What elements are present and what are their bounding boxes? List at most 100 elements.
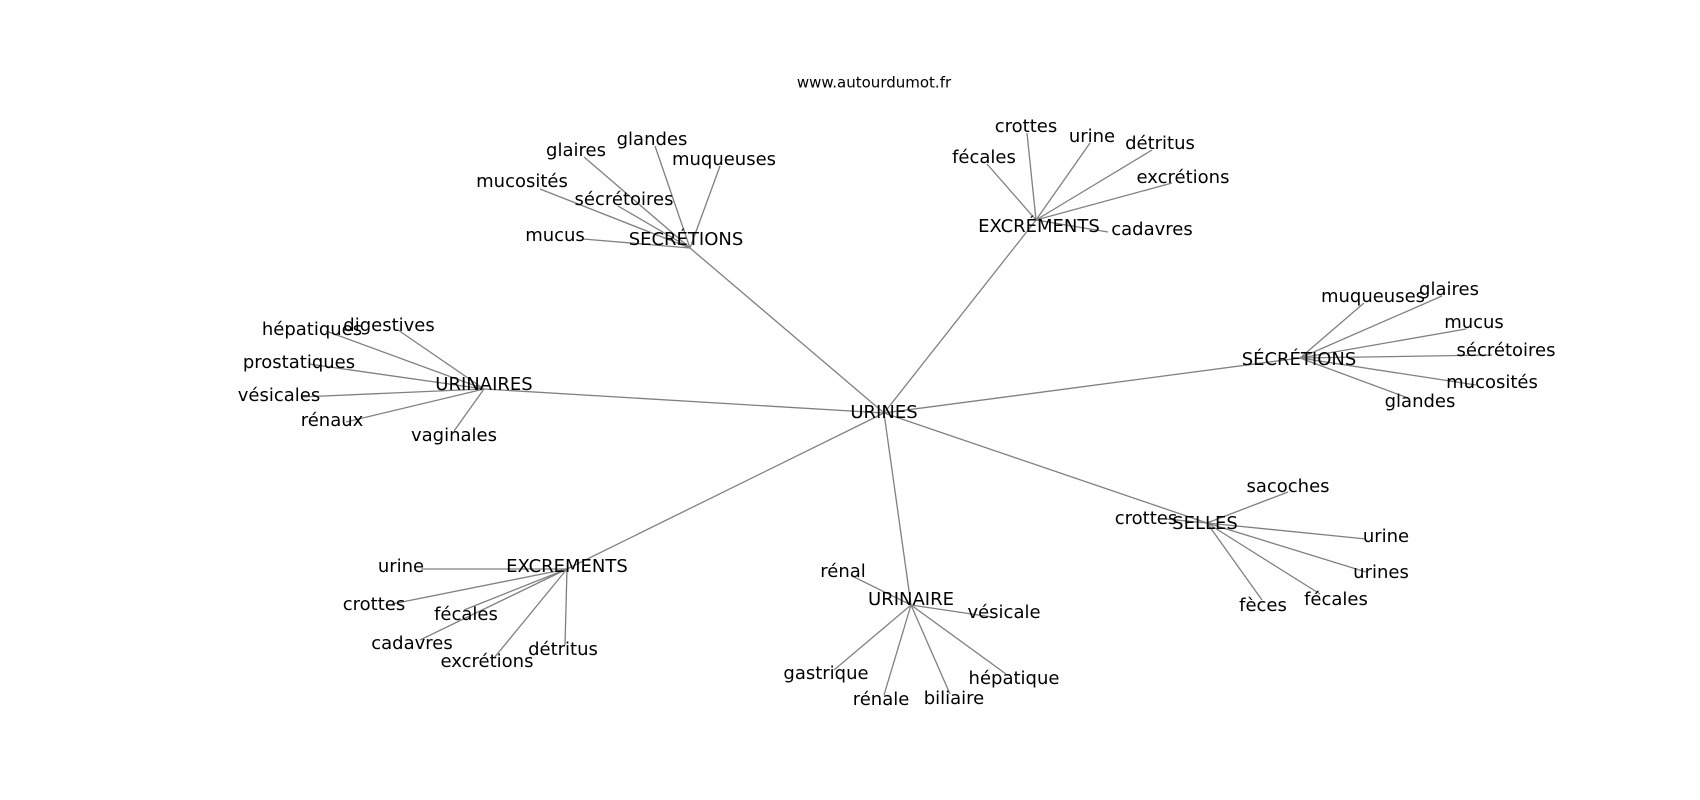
leaf-node[interactable]: rénaux: [301, 410, 364, 431]
leaf-node[interactable]: détritus: [528, 639, 598, 660]
leaf-node[interactable]: crottes: [343, 594, 405, 615]
edge-hub-child: [564, 568, 568, 646]
leaf-node[interactable]: fécales: [434, 604, 498, 625]
leaf-node[interactable]: urine: [1363, 526, 1409, 547]
leaf-node[interactable]: mucosités: [476, 171, 568, 192]
leaf-node[interactable]: cadavres: [371, 633, 453, 654]
edge-hub-child: [654, 145, 691, 249]
leaf-node[interactable]: sécrétoires: [575, 189, 674, 210]
edge-hub-child: [833, 604, 912, 671]
edge-hub-child: [1299, 328, 1467, 359]
edge-hub-child: [397, 329, 485, 390]
edge-hub-child: [1206, 491, 1289, 524]
edge-hub-child: [1299, 295, 1443, 359]
edge-hub-child: [583, 156, 691, 249]
leaf-node[interactable]: sécrétoires: [1457, 340, 1556, 361]
edge-hub-child: [463, 568, 568, 611]
leaf-node[interactable]: mucus: [525, 225, 585, 246]
edge-hub-child: [1299, 354, 1493, 359]
edge-root-hub: [883, 219, 1037, 414]
leaf-node[interactable]: urine: [1069, 126, 1115, 147]
leaf-node[interactable]: glandes: [617, 129, 688, 150]
edge-hub-child: [1035, 149, 1153, 221]
edge-hub-child: [883, 604, 912, 696]
leaf-node[interactable]: hépatique: [969, 668, 1060, 689]
labels-layer: www.autourdumot.fr URINES SECRÉTIONS mucus…: [238, 74, 1556, 711]
edge-hub-child: [300, 388, 485, 398]
leaf-node[interactable]: glaires: [546, 140, 606, 161]
leaf-node[interactable]: rénale: [853, 689, 910, 710]
leaf-node[interactable]: mucosités: [1446, 372, 1538, 393]
edge-hub-child: [1026, 132, 1037, 221]
edge-hub-child: [345, 388, 485, 423]
edge-hub-child: [1299, 357, 1477, 386]
edge-hub-child: [689, 165, 721, 249]
leaf-node[interactable]: crottes: [995, 116, 1057, 137]
root-node[interactable]: URINES: [850, 402, 917, 423]
hub-node[interactable]: SECRÉTIONS: [629, 228, 744, 250]
edge-root-hub: [566, 412, 885, 570]
leaf-node[interactable]: biliaire: [924, 688, 985, 709]
leaf-node[interactable]: sacoches: [1246, 476, 1329, 497]
edge-hub-child: [1035, 219, 1109, 233]
hub-node[interactable]: SELLES: [1172, 513, 1238, 534]
edge-hub-child: [582, 238, 691, 249]
leaf-node[interactable]: digestives: [343, 315, 434, 336]
leaf-node[interactable]: muqueuses: [672, 149, 776, 170]
hub-node[interactable]: SÉCRÉTIONS: [1242, 348, 1357, 370]
edge-hub-child: [851, 575, 912, 606]
edge-root-hub: [883, 357, 1301, 414]
leaf-node[interactable]: crottes: [1115, 508, 1177, 529]
edge-hub-child: [325, 330, 485, 390]
hub-node[interactable]: EXCREMENTS: [506, 556, 628, 577]
leaf-node[interactable]: mucus: [1444, 312, 1504, 333]
leaf-node[interactable]: fécales: [1304, 589, 1368, 610]
edge-hub-child: [419, 568, 568, 641]
leaf-node[interactable]: excrétions: [1137, 167, 1230, 188]
edge-hub-child: [1165, 518, 1208, 524]
edge-hub-child: [391, 568, 568, 605]
leaf-node[interactable]: prostatiques: [243, 352, 355, 373]
leaf-node[interactable]: excrétions: [441, 651, 534, 672]
leaf-node[interactable]: glandes: [1385, 391, 1456, 412]
leaf-node[interactable]: cadavres: [1111, 219, 1193, 240]
edge-root-hub: [883, 412, 1208, 524]
edge-root-hub: [883, 412, 912, 606]
leaf-node[interactable]: vésicales: [238, 385, 321, 406]
edges-layer: [300, 132, 1493, 696]
edge-hub-child: [910, 604, 993, 618]
edge-hub-child: [493, 568, 568, 659]
hub-node[interactable]: URINAIRE: [868, 589, 954, 610]
edge-hub-child: [1206, 522, 1367, 540]
edge-hub-child: [910, 604, 951, 695]
source-label: www.autourdumot.fr: [797, 74, 952, 92]
edge-hub-child: [910, 604, 1007, 675]
leaf-node[interactable]: hépatiques: [262, 319, 362, 340]
hub-node[interactable]: URINAIRES: [435, 374, 532, 395]
edge-hub-child: [453, 388, 485, 432]
hub-node[interactable]: EXCRÉMENTS: [978, 215, 1100, 237]
edge-hub-child: [986, 163, 1037, 221]
leaf-node[interactable]: urines: [1353, 562, 1409, 583]
leaf-node[interactable]: vaginales: [411, 425, 497, 446]
edge-hub-child: [1035, 142, 1091, 221]
leaf-node[interactable]: fèces: [1239, 595, 1287, 616]
edge-hub-child: [539, 188, 691, 249]
edge-hub-child: [1299, 302, 1365, 359]
leaf-node[interactable]: rénal: [820, 561, 866, 582]
leaf-node[interactable]: urine: [378, 556, 424, 577]
edge-root-hub: [483, 388, 885, 414]
leaf-node[interactable]: gastrique: [783, 663, 868, 684]
edge-hub-child: [1299, 357, 1409, 399]
edge-hub-child: [1206, 522, 1263, 601]
edge-hub-child: [1035, 182, 1173, 221]
edge-hub-child: [1206, 522, 1321, 595]
leaf-node[interactable]: détritus: [1125, 133, 1195, 154]
edge-hub-child: [1206, 522, 1367, 573]
leaf-node[interactable]: glaires: [1419, 279, 1479, 300]
leaf-node[interactable]: muqueuses: [1321, 286, 1425, 307]
leaf-node[interactable]: fécales: [952, 147, 1016, 168]
leaf-node[interactable]: vésicale: [967, 602, 1040, 623]
